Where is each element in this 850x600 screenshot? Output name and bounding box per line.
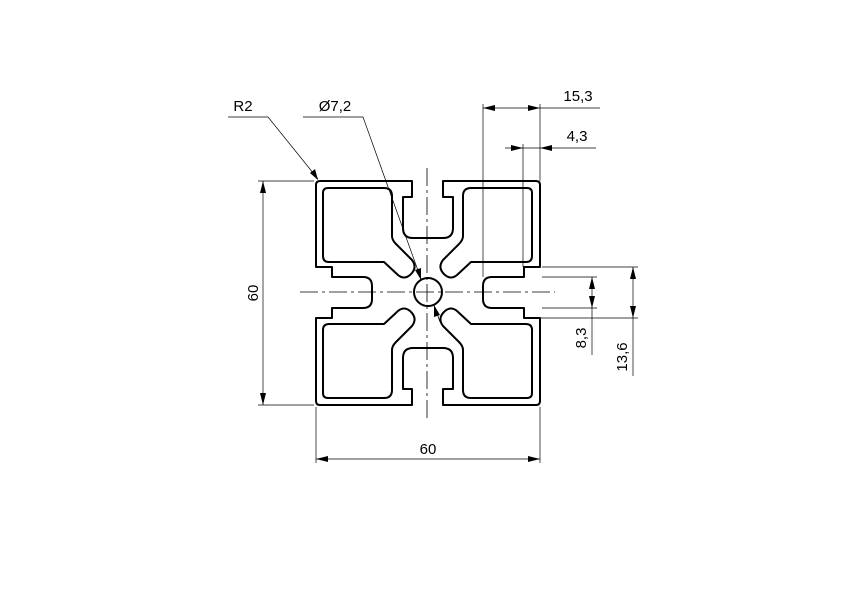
slot-opening-dimension: 8,3 xyxy=(542,276,597,355)
slot-offset-dimension: 15,3 xyxy=(482,88,600,277)
slot-offset-label: 15,3 xyxy=(563,88,592,105)
slot-wall-label: 4,3 xyxy=(567,128,588,145)
profile-outline xyxy=(315,180,541,406)
slot-opening-label: 8,3 xyxy=(573,328,590,349)
radius-callout: R2 xyxy=(228,98,319,180)
slot-wall-dimension: 4,3 xyxy=(505,128,596,267)
radius-label: R2 xyxy=(233,98,252,115)
bore-label: Ø7,2 xyxy=(319,98,352,115)
width-label: 60 xyxy=(420,441,437,458)
bore-callout: Ø7,2 xyxy=(303,98,441,323)
center-lines xyxy=(300,168,555,418)
slot-width-dimension: 13,6 xyxy=(527,266,638,376)
width-dimension: 60 xyxy=(315,407,541,463)
center-bore xyxy=(413,277,443,307)
height-dimension: 60 xyxy=(245,180,314,406)
slot-width-label: 13,6 xyxy=(614,342,631,371)
height-label: 60 xyxy=(245,285,262,302)
